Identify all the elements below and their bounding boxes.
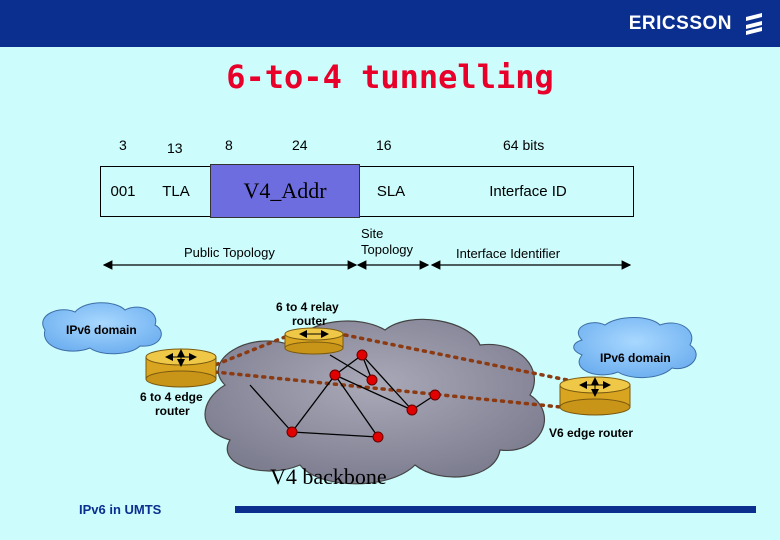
ipv6-domain-cloud-left	[42, 302, 162, 355]
relay-router-icon	[284, 327, 344, 355]
edge-router-left-icon	[145, 348, 217, 388]
relay-router-label-line1: 6 to 4 relay	[276, 300, 339, 314]
bits-label-interface: 64 bits	[503, 137, 545, 153]
field-v4-addr: V4_Addr	[210, 164, 360, 218]
v6-edge-router-label: V6 edge router	[549, 426, 634, 440]
ipv6-domain-left-label: IPv6 domain	[66, 323, 137, 337]
header-bar: ERICSSON	[0, 0, 780, 47]
brand-name: ERICSSON	[628, 13, 732, 34]
footer-bar	[235, 506, 756, 513]
field-interface-id: Interface ID	[489, 182, 567, 200]
field-prefix: 001	[110, 182, 136, 200]
bits-label-tla: 13	[167, 140, 183, 156]
v4-backbone-cloud	[204, 318, 546, 485]
interface-identifier-label: Interface Identifier	[456, 246, 561, 261]
footer-text: IPv6 in UMTS	[79, 502, 162, 517]
ipv6-domain-right-label: IPv6 domain	[600, 351, 671, 365]
ipv6-domain-cloud-right	[573, 317, 697, 378]
relay-router-label-line2: router	[292, 314, 327, 328]
bits-label-reserved: 8	[225, 137, 233, 153]
tunnel-edge-to-v6	[213, 370, 592, 412]
v6-edge-router-icon	[559, 376, 631, 416]
tunnel-relay-to-right	[343, 333, 594, 387]
edge-router-label-line1: 6 to 4 edge	[140, 390, 203, 404]
public-topology-label: Public Topology	[184, 245, 275, 260]
v4-backbone-label: V4 backbone	[270, 464, 387, 489]
page-title: 6-to-4 tunnelling	[226, 58, 554, 96]
tunnel-relay-to-edge	[213, 335, 287, 367]
bits-label-sla: 16	[376, 137, 392, 153]
field-tla: TLA	[162, 182, 190, 200]
site-topology-label-line2: Topology	[361, 242, 414, 257]
bits-label-v4addr: 24	[292, 137, 308, 153]
edge-router-label-line2: router	[155, 404, 190, 418]
field-sla: SLA	[376, 182, 406, 200]
ericsson-logo-icon	[746, 13, 762, 35]
address-format-box	[100, 166, 634, 217]
backbone-nodes	[286, 349, 441, 443]
bits-label-prefix: 3	[119, 137, 127, 153]
site-topology-label-line1: Site	[361, 226, 384, 241]
